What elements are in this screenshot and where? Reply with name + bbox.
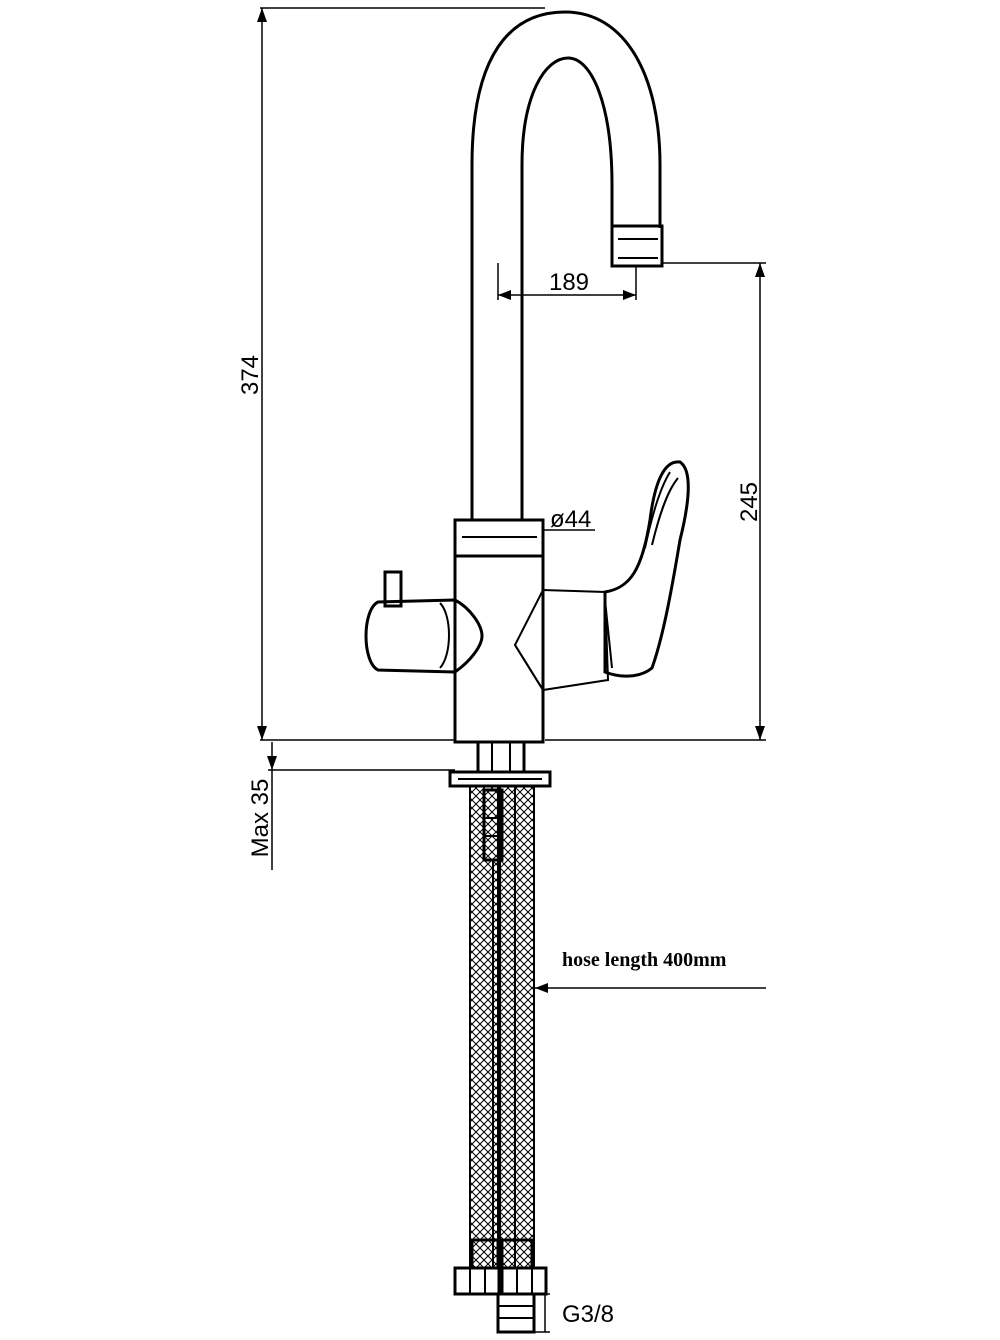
faucet-body — [453, 518, 610, 744]
dim-spout-height-label: 245 — [736, 482, 763, 522]
dim-body-diameter-label: ø44 — [550, 506, 591, 533]
dim-max-mount: Max 35 — [247, 742, 455, 870]
faucet-spout — [470, 10, 664, 520]
hose-length-callout: hose length 400mm — [535, 949, 766, 993]
thread-size-label: G3/8 — [562, 1301, 614, 1328]
dim-body-diameter: ø44 — [542, 506, 595, 533]
dim-total-height: 374 — [237, 7, 545, 741]
lever-handle — [603, 460, 690, 678]
hose-length-label: hose length 400mm — [562, 949, 727, 971]
dim-spout-height: 245 — [545, 262, 766, 741]
dim-spout-reach: 189 — [497, 263, 637, 300]
dim-spout-reach-label: 189 — [549, 269, 589, 296]
left-knob — [364, 570, 484, 674]
dim-total-height-label: 374 — [237, 355, 264, 395]
supply-hoses — [469, 785, 535, 1270]
faucet-mount — [448, 740, 552, 788]
hose-fittings: G3/8 — [453, 1266, 614, 1334]
dim-max-mount-label: Max 35 — [247, 779, 274, 858]
